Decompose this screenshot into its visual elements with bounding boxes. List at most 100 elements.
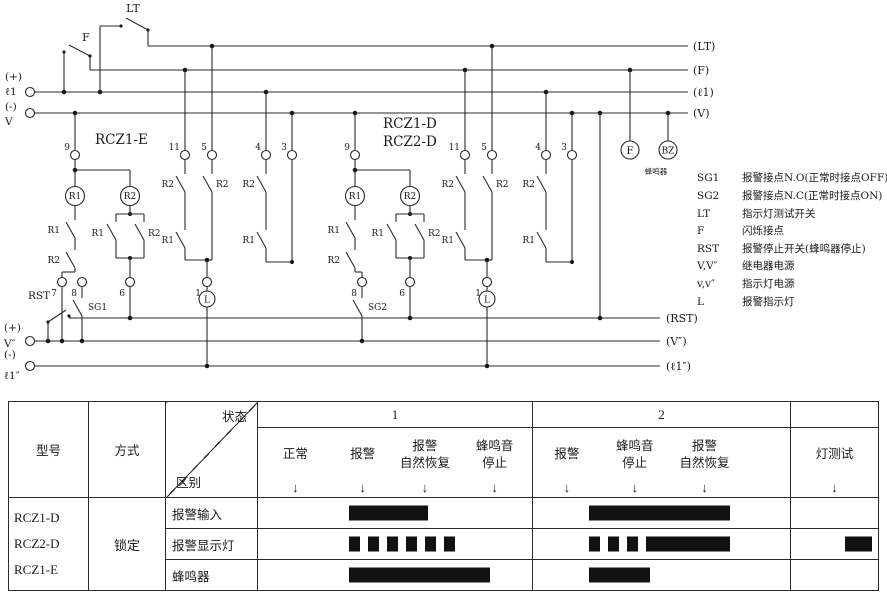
timing-cell xyxy=(532,528,791,560)
timing-bar xyxy=(844,536,872,552)
buzzer-label: BZ xyxy=(662,147,675,157)
state-label: 蜂鸣音 停止 xyxy=(475,439,514,470)
header-model: 型号 xyxy=(8,401,89,498)
lamp-label: L xyxy=(484,296,490,306)
rail-label-l12: (ℓ1″) xyxy=(666,360,691,373)
legend-desc: 报警停止开关(蜂鸣器停止) xyxy=(742,242,866,255)
legend-term: F xyxy=(697,225,704,237)
down-arrow-icon: ↓ xyxy=(292,480,299,495)
contact-label: R1 xyxy=(242,236,255,246)
legend-term: V,V″ xyxy=(696,260,718,272)
timing-cell xyxy=(257,528,533,560)
terminal-number: 4 xyxy=(535,143,541,153)
contact-label: R2 xyxy=(441,180,454,190)
terminal xyxy=(356,276,368,288)
track-label: 蜂鸣器 xyxy=(165,559,258,591)
down-arrow-icon: ↓ xyxy=(563,480,571,495)
header-diagonal-cell: 状态 区别 xyxy=(165,401,258,498)
timing-cell xyxy=(790,497,879,529)
coil-label: R1 xyxy=(69,192,82,202)
mode-value: 锁定 xyxy=(88,497,166,591)
state-normal: 正常 ↓ xyxy=(258,428,333,497)
timing-bar xyxy=(348,536,459,552)
terminal-number: 1 xyxy=(475,289,481,299)
timing-cell xyxy=(532,497,791,529)
power-rails-top: (LT) (F) (ℓ1) (V) xyxy=(38,40,715,120)
supply-terminals-bottom: (+) V″ (-) ℓ1″ xyxy=(3,322,38,382)
timing-table-grid: 型号 方式 状态 区别 1 2 正常 ↓ 报警 ↓ 报警 自然恢复 ↓ xyxy=(8,401,879,591)
down-arrow-icon: ↓ xyxy=(491,480,498,495)
contact-label: R1 xyxy=(91,229,104,239)
contact-label: R1 xyxy=(441,236,454,246)
alarm-stop-switch: RST xyxy=(28,290,72,344)
flasher-symbol xyxy=(620,140,640,160)
block2-title-1: RCZ1-D xyxy=(383,116,437,132)
terminal xyxy=(56,276,68,288)
down-arrow-icon: ↓ xyxy=(831,480,838,495)
terminal xyxy=(69,149,81,161)
sg1-contact-label: SG1 xyxy=(88,303,107,313)
state-buzzer-stop: 蜂鸣音 停止 ↓ xyxy=(457,428,532,497)
state-label: 灯测试 xyxy=(815,447,854,462)
terminal xyxy=(404,276,416,288)
buzzer-unit: BZ 蜂鸣器 xyxy=(645,110,678,176)
terminal-number: 9 xyxy=(344,143,350,153)
contact-label: R1 xyxy=(371,229,384,239)
minus-label: (-) xyxy=(4,349,16,361)
legend-desc: 指示灯电源 xyxy=(742,277,795,290)
legend-desc: 指示灯测试开关 xyxy=(742,207,816,220)
state-spacer xyxy=(740,428,790,497)
block2-title-2: RCZ2-D xyxy=(383,134,437,150)
sequence1-states: 正常 ↓ 报警 ↓ 报警 自然恢复 ↓ 蜂鸣音 停止 ↓ xyxy=(257,427,533,498)
legend-desc: 报警接点N.C(正常时接点ON) xyxy=(742,189,882,202)
l1-label: ℓ1 xyxy=(5,86,17,98)
terminal-number: 8 xyxy=(71,289,77,299)
power-rails-bottom: (RST) (V″) (ℓ1″) xyxy=(38,312,698,373)
sequence2-header: 2 xyxy=(532,401,791,428)
legend-desc: 闪烁接点 xyxy=(742,224,784,237)
timing-table: 型号 方式 状态 区别 1 2 正常 ↓ 报警 ↓ 报警 自然恢复 ↓ xyxy=(8,401,879,591)
contact-label: R1 xyxy=(522,236,535,246)
sequence1-header: 1 xyxy=(257,401,533,428)
minus-label: (-) xyxy=(5,101,17,113)
state-label: 报警 自然恢复 xyxy=(679,439,730,470)
terminal xyxy=(459,149,471,161)
contact-label: R1 xyxy=(47,226,60,236)
legend-term: L xyxy=(697,296,704,308)
timing-bar xyxy=(588,567,651,583)
timing-cell xyxy=(257,559,533,591)
lamp-test-state: 灯测试 ↓ xyxy=(790,427,879,498)
sequence2-states: 报警 ↓ 蜂鸣音 停止 ↓ 报警 自然恢复 ↓ xyxy=(532,427,791,498)
buzzer-symbol xyxy=(658,140,678,160)
state-label: 报警 自然恢复 xyxy=(399,439,450,470)
contact-label: R2 xyxy=(161,180,174,190)
relay-block-rcz1d-rcz2d: RCZ1-D RCZ2-D 9 11 5 4 3 R1 R2 R1 R2 xyxy=(327,43,578,369)
terminal xyxy=(481,276,493,288)
terminal xyxy=(124,276,136,288)
terminal-number: 6 xyxy=(399,289,405,299)
terminal xyxy=(286,149,298,161)
state-alarm-recover: 报警 自然恢复 ↓ xyxy=(393,428,458,497)
lamp-test-switch: LT xyxy=(97,2,150,95)
terminal xyxy=(206,149,218,161)
coil-label: R2 xyxy=(404,192,417,202)
terminal-number: 5 xyxy=(481,143,487,153)
state-label: 正常 xyxy=(282,447,308,462)
terminal xyxy=(260,149,272,161)
legend-desc: 报警指示灯 xyxy=(742,295,795,308)
supply-terminal xyxy=(24,86,36,98)
supply-terminal xyxy=(24,360,36,372)
contact-label: R1 xyxy=(327,226,340,236)
legend-term: SG1 xyxy=(697,172,719,184)
timing-bar xyxy=(348,567,491,583)
rail-label-f: (F) xyxy=(693,64,709,77)
supply-terminal xyxy=(24,107,36,119)
lamp-label: L xyxy=(204,296,210,306)
supply-terminal xyxy=(24,335,36,347)
terminal-number: 8 xyxy=(351,289,357,299)
f-switch-label: F xyxy=(82,31,90,44)
terminal-number: 3 xyxy=(561,143,567,153)
supply-terminals-top: (+) ℓ1 (-) V xyxy=(4,71,38,128)
track-label: 报警输入 xyxy=(165,497,258,529)
